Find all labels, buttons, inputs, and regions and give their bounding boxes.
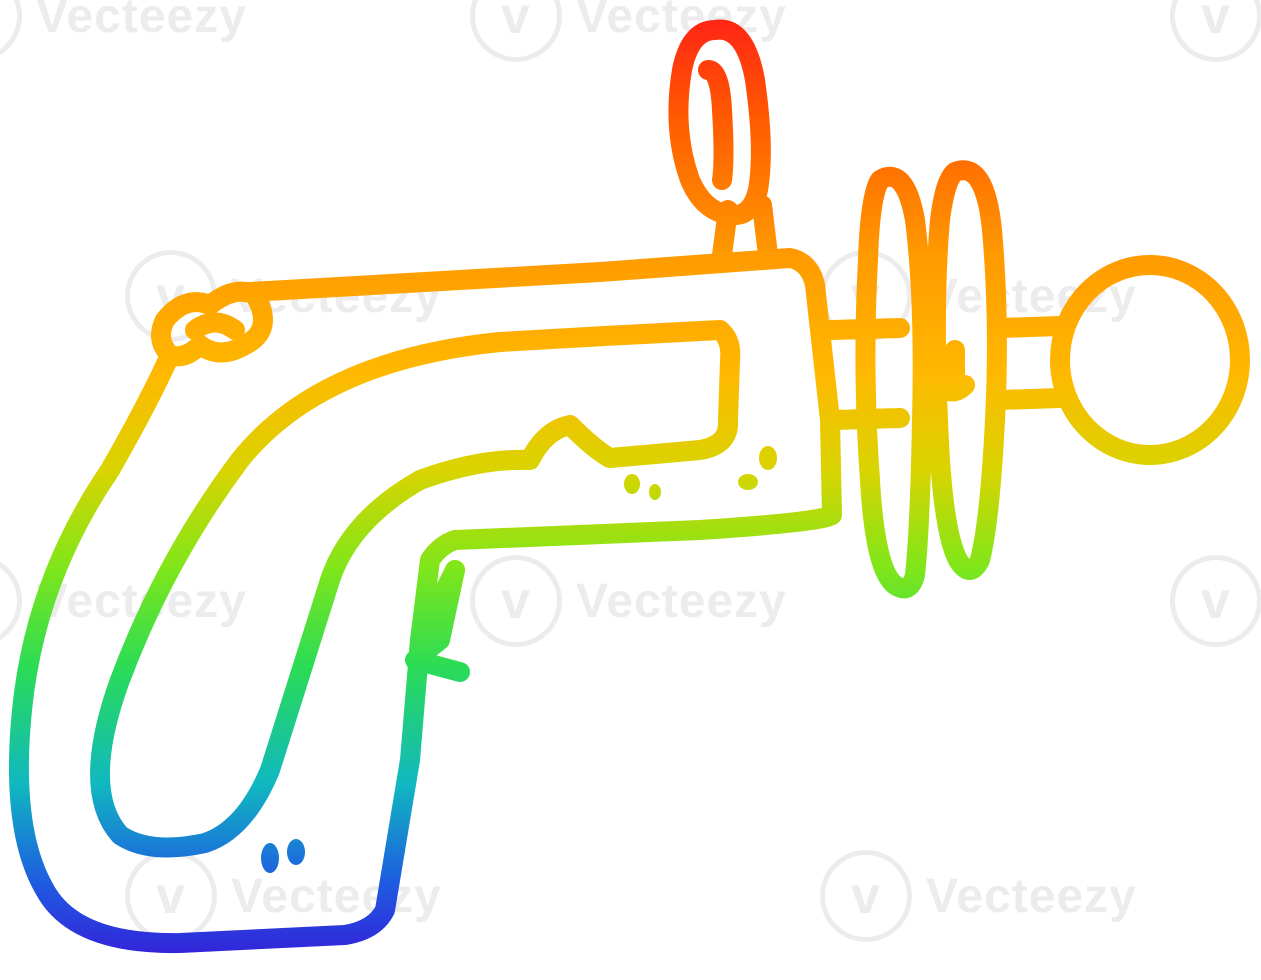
barrel-rod <box>990 316 1070 410</box>
decorative-dots <box>261 446 777 873</box>
watermark: v <box>1170 555 1261 647</box>
vecteezy-logo-icon: v <box>1170 555 1261 647</box>
watermark: v Vecteezy <box>470 555 787 647</box>
barrel-ring-1 <box>855 166 933 599</box>
vecteezy-logo-icon: v <box>470 555 562 647</box>
gun-knot <box>151 281 273 367</box>
spot-2 <box>738 474 758 490</box>
gun-knot-fold <box>185 312 245 340</box>
muzzle-ball <box>1050 255 1250 465</box>
watermark: v Vecteezy <box>820 850 1137 942</box>
spot-3 <box>624 474 640 494</box>
watermark: v Vecteezy <box>0 0 247 62</box>
barrel-ring-2 <box>925 160 1007 580</box>
gun-inner-outline <box>90 320 741 858</box>
handle-line <box>410 560 465 650</box>
top-key-stem <box>712 195 778 265</box>
spot-5 <box>261 843 279 873</box>
spot-6 <box>287 839 305 865</box>
gun-outer-outline <box>8 248 842 954</box>
barrel-ring-2-inner <box>925 340 975 402</box>
vecteezy-logo-icon: v <box>1170 0 1261 62</box>
watermark: v Vecteezy <box>470 0 787 62</box>
watermark: v <box>1170 0 1261 62</box>
top-key-inner <box>698 60 734 190</box>
spot-4 <box>649 484 661 500</box>
vecteezy-logo-icon: v <box>820 850 912 942</box>
spot-1 <box>759 446 777 470</box>
